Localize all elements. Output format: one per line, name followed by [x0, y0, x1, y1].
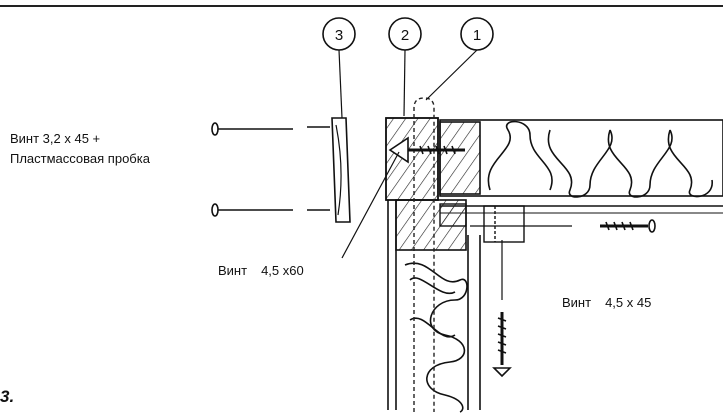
- callout-3: 3: [322, 17, 356, 51]
- horizontal-panel: [439, 119, 723, 214]
- label-screw-mid: Винт 4,5 x60: [218, 262, 304, 280]
- label-screw-mid-word: Винт: [218, 263, 248, 278]
- callout-1: 1: [460, 17, 494, 51]
- svg-text:3: 3: [335, 27, 343, 44]
- callout-2: 2: [388, 17, 422, 51]
- label-screw-left-line2: Пластмассовая пробка: [10, 151, 150, 166]
- label-screw-right: Винт 4,5 x 45: [562, 294, 651, 312]
- corner-post: [385, 117, 439, 201]
- junction-block: [439, 203, 525, 243]
- screw-left-top: [211, 122, 330, 136]
- label-screw-mid-size: 4,5 x60: [261, 263, 304, 278]
- label-screw-left-line1: Винт 3,2 x 45 +: [10, 131, 101, 146]
- label-screw-right-size: 4,5 x 45: [605, 295, 652, 310]
- screw-post: [388, 136, 465, 164]
- figure-number: 3.: [0, 387, 15, 406]
- screw-vertical: [492, 312, 512, 378]
- leader-lines: [338, 49, 572, 300]
- screw-right-horizontal: [600, 219, 656, 233]
- svg-text:1: 1: [473, 27, 481, 44]
- trim-piece: [331, 117, 351, 223]
- panel-insulation-wave: [487, 120, 713, 198]
- svg-text:2: 2: [401, 27, 409, 44]
- screw-left-bottom: [211, 203, 330, 217]
- label-screw-right-word: Винт: [562, 295, 592, 310]
- dashed-stud: [413, 97, 435, 412]
